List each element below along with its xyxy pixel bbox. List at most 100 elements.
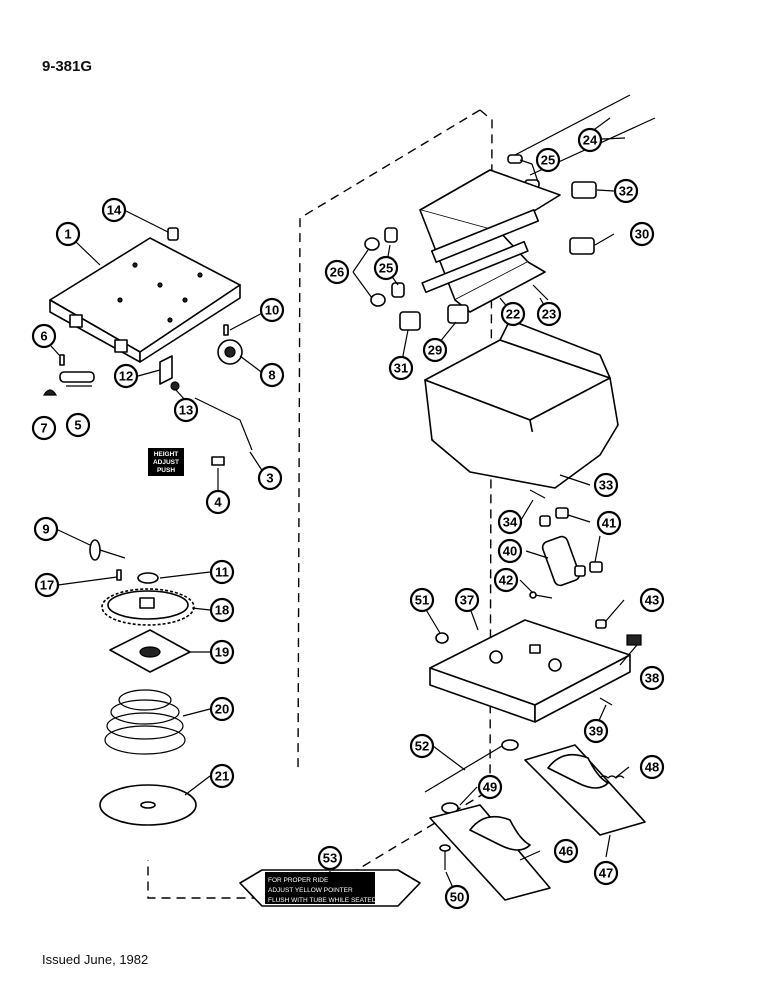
bushing-26 [364, 237, 386, 307]
roller-5 [59, 371, 95, 387]
callout-13: 13 [173, 397, 199, 423]
bolt-9 [89, 539, 126, 561]
svg-text:51: 51 [415, 593, 429, 608]
callout-19: 19 [209, 639, 235, 665]
callout-20: 20 [209, 696, 235, 722]
svg-text:19: 19 [215, 645, 229, 660]
svg-text:5: 5 [74, 418, 81, 433]
callout-53: 53 [317, 845, 343, 871]
svg-text:21: 21 [215, 769, 229, 784]
callout-49: 49 [477, 774, 503, 800]
svg-text:46: 46 [559, 844, 573, 859]
callout-23: 23 [536, 301, 562, 327]
svg-text:4: 4 [214, 495, 222, 510]
pin-23 [532, 284, 549, 301]
block-29 [447, 304, 469, 324]
callout-11: 11 [209, 559, 235, 585]
callout-39: 39 [583, 718, 609, 744]
svg-text:ADJUST YELLOW POINTER: ADJUST YELLOW POINTER [268, 887, 353, 894]
bushing-25-left [384, 227, 405, 298]
svg-text:6: 6 [40, 329, 47, 344]
callout-18: 18 [209, 597, 235, 623]
callout-34: 34 [497, 509, 523, 535]
svg-text:9: 9 [42, 522, 49, 537]
pin-39 [599, 697, 613, 706]
svg-text:53: 53 [323, 851, 337, 866]
svg-text:17: 17 [40, 578, 54, 593]
page-code: 9-381G [42, 58, 93, 75]
callout-30: 30 [629, 221, 655, 247]
callout-3: 3 [257, 465, 283, 491]
callout-38: 38 [639, 665, 665, 691]
callout-37: 37 [454, 587, 480, 613]
callout-9: 9 [33, 516, 59, 542]
svg-text:49: 49 [483, 780, 497, 795]
hook-34 [529, 489, 546, 499]
svg-text:20: 20 [215, 702, 229, 717]
callout-29: 29 [422, 337, 448, 363]
callout-21: 21 [209, 763, 235, 789]
svg-text:10: 10 [265, 303, 279, 318]
nut-14 [167, 227, 179, 241]
callout-1: 1 [55, 221, 81, 247]
boundary-dashed-line-inner [297, 109, 481, 771]
boot-33 [424, 319, 619, 489]
svg-text:31: 31 [394, 361, 408, 376]
svg-text:25: 25 [379, 261, 393, 276]
callout-50: 50 [444, 884, 470, 910]
callout-31: 31 [388, 355, 414, 381]
shock-absorber-40 [539, 515, 586, 587]
callout-32: 32 [613, 178, 639, 204]
svg-text:HEIGHT: HEIGHT [154, 451, 179, 458]
callout-48: 48 [639, 754, 665, 780]
base-plate [49, 237, 241, 363]
svg-text:47: 47 [599, 866, 613, 881]
svg-text:11: 11 [215, 565, 229, 580]
svg-text:3: 3 [266, 471, 273, 486]
callout-46: 46 [553, 838, 579, 864]
rod-52 [424, 739, 513, 793]
svg-text:29: 29 [428, 343, 442, 358]
decal-53: FOR PROPER RIDE ADJUST YELLOW POINTER FL… [239, 869, 421, 907]
callout-7: 7 [31, 415, 57, 441]
spring-20 [104, 689, 186, 755]
callout-25-top: 25 [535, 147, 561, 173]
callout-47: 47 [593, 860, 619, 886]
callout-33: 33 [593, 472, 619, 498]
svg-text:32: 32 [619, 184, 633, 199]
pin-17 [116, 569, 122, 581]
svg-text:14: 14 [107, 203, 122, 218]
callout-17: 17 [34, 572, 60, 598]
issued-date: Issued June, 1982 [42, 952, 149, 967]
bolt-50 [439, 844, 451, 870]
knob-8 [217, 324, 243, 365]
svg-text:42: 42 [499, 573, 513, 588]
svg-text:22: 22 [506, 307, 520, 322]
svg-text:FLUSH WITH TUBE WHILE SEATED: FLUSH WITH TUBE WHILE SEATED [268, 897, 377, 904]
callout-43: 43 [639, 587, 665, 613]
svg-text:23: 23 [542, 307, 556, 322]
svg-text:41: 41 [602, 516, 616, 531]
svg-text:30: 30 [635, 227, 649, 242]
clip-7 [42, 389, 58, 396]
svg-text:13: 13 [179, 403, 193, 418]
svg-text:50: 50 [450, 890, 464, 905]
callout-6: 6 [31, 323, 57, 349]
callout-14: 14 [101, 197, 127, 223]
callout-8: 8 [259, 362, 285, 388]
svg-text:24: 24 [583, 133, 598, 148]
bolt-42 [529, 591, 553, 599]
svg-text:ADJUST: ADJUST [153, 459, 179, 466]
svg-text:34: 34 [503, 515, 518, 530]
callout-4: 4 [205, 489, 231, 515]
callout-12: 12 [113, 363, 139, 389]
callout-42: 42 [493, 567, 519, 593]
callout-22: 22 [500, 301, 526, 327]
pin-6 [59, 354, 65, 366]
callout-40: 40 [497, 538, 523, 564]
svg-text:PUSH: PUSH [157, 467, 175, 474]
rod-3 [194, 397, 253, 451]
bracket-12 [159, 355, 173, 385]
svg-text:40: 40 [503, 544, 517, 559]
